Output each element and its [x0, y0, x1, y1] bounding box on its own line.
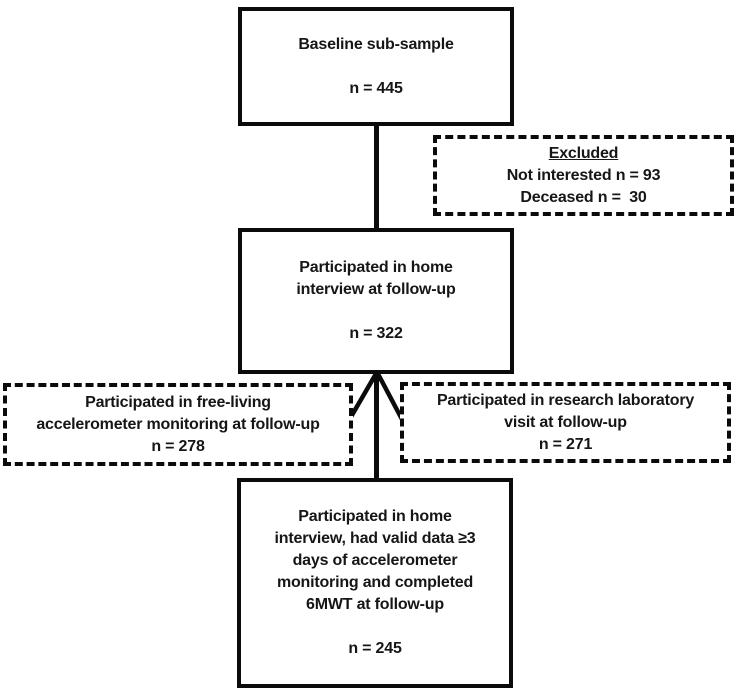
- laboratory-count: n = 271: [538, 435, 593, 453]
- box-final-sample: Participated in home interview, had vali…: [237, 478, 513, 688]
- baseline-label: Baseline sub-sample: [298, 35, 454, 53]
- baseline-count: n = 445: [349, 79, 403, 97]
- excluded-reasons: Not interested n = 93 Deceased n = 30: [506, 166, 661, 206]
- box-home-interview: Participated in home interview at follow…: [238, 228, 514, 374]
- home-interview-count: n = 322: [349, 325, 403, 342]
- accelerometer-count: n = 278: [151, 437, 205, 455]
- home-interview-label: Participated in home interview at follow…: [296, 259, 456, 298]
- box-research-laboratory: Participated in research laboratory visi…: [400, 382, 731, 463]
- accelerometer-label: Participated in free-living acceleromete…: [36, 393, 320, 433]
- laboratory-label: Participated in research laboratory visi…: [436, 391, 695, 431]
- final-sample-label: Participated in home interview, had vali…: [274, 508, 476, 613]
- box-baseline-subsample: Baseline sub-sample n = 445: [238, 7, 514, 126]
- box-excluded: Excluded Not interested n = 93 Deceased …: [433, 135, 734, 216]
- box-accelerometer-monitoring: Participated in free-living acceleromete…: [3, 383, 353, 466]
- excluded-title: Excluded: [548, 144, 619, 162]
- final-sample-count: n = 245: [348, 640, 402, 657]
